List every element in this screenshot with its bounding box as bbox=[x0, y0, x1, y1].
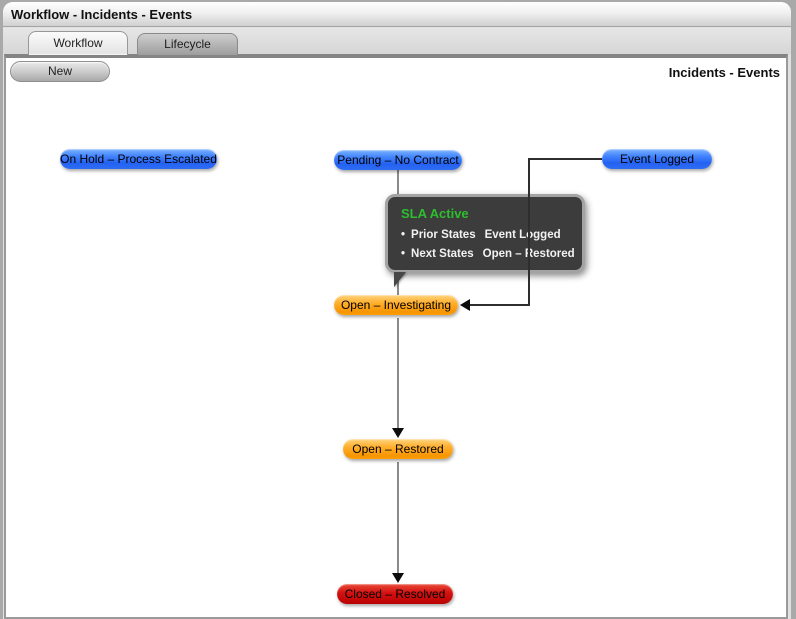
sla-tooltip-title: SLA Active bbox=[401, 206, 469, 221]
arrowhead-into-investigating bbox=[460, 299, 470, 311]
state-node-on-hold-process-escalated[interactable]: On Hold – Process Escalated bbox=[60, 149, 217, 169]
arrowhead-into-closed bbox=[392, 573, 404, 583]
tab-workflow[interactable]: Workflow bbox=[28, 31, 128, 55]
state-node-pending-no-contract[interactable]: Pending – No Contract bbox=[334, 150, 462, 170]
connector-restored-to-closed bbox=[397, 462, 399, 573]
state-node-open-investigating[interactable]: Open – Investigating bbox=[334, 295, 458, 315]
bullet-icon: • bbox=[401, 248, 406, 260]
connector-event-vertical bbox=[528, 158, 530, 306]
connector-event-to-investigating bbox=[470, 304, 530, 306]
prior-states-value: Event Logged bbox=[484, 229, 561, 241]
page-title: Workflow - Incidents - Events bbox=[11, 7, 193, 22]
state-node-open-restored[interactable]: Open – Restored bbox=[343, 439, 453, 459]
title-bar: Workflow - Incidents - Events bbox=[3, 2, 791, 27]
state-node-event-logged[interactable]: Event Logged bbox=[602, 149, 712, 169]
window-panel: Workflow - Incidents - Events Workflow L… bbox=[3, 2, 791, 619]
tab-strip: Workflow Lifecycle bbox=[3, 28, 791, 55]
tab-lifecycle[interactable]: Lifecycle bbox=[137, 33, 238, 55]
prior-states-label: Prior States bbox=[411, 229, 476, 241]
state-node-closed-resolved[interactable]: Closed – Resolved bbox=[337, 584, 453, 604]
tooltip-tail-pointer bbox=[394, 272, 406, 287]
bullet-icon: • bbox=[401, 229, 406, 241]
next-states-label: Next States bbox=[411, 248, 474, 260]
connector-event-horizontal bbox=[528, 158, 604, 160]
content-panel bbox=[4, 54, 788, 619]
connector-investigating-to-restored bbox=[397, 318, 399, 430]
arrowhead-into-restored bbox=[392, 428, 404, 438]
section-heading: Incidents - Events bbox=[668, 65, 780, 80]
sla-tooltip-prior-states: • Prior States Event Logged bbox=[401, 229, 570, 241]
sla-tooltip: SLA Active • Prior States Event Logged • Ne… bbox=[385, 194, 585, 273]
new-button[interactable]: New bbox=[10, 61, 110, 82]
